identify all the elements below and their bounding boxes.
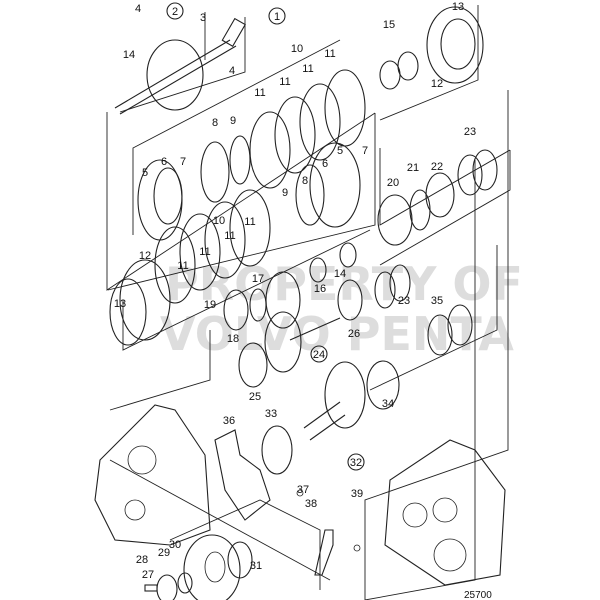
part-label: 5 (337, 145, 343, 157)
part-label: 11 (244, 216, 255, 228)
part-label: 10 (291, 43, 303, 55)
part-label: 14 (123, 49, 135, 61)
part-label: 17 (252, 273, 264, 285)
group-callouts: 2 1 24 32 (166, 2, 365, 471)
part-label: 27 (142, 569, 154, 581)
part-label: 21 (407, 162, 419, 174)
callout-32: 32 (350, 457, 362, 469)
part-label: 20 (387, 177, 399, 189)
part-label: 28 (136, 554, 148, 566)
part-label: 6 (161, 156, 167, 168)
part-label: 36 (223, 415, 235, 427)
part-label: 8 (212, 117, 218, 129)
part-label: 11 (279, 76, 290, 88)
part-label: 34 (382, 398, 394, 410)
part-label: 15 (383, 19, 395, 31)
part-label: 6 (322, 158, 328, 170)
part-label: 39 (351, 488, 363, 500)
part-label: 10 (213, 215, 225, 227)
callout-24: 24 (313, 349, 325, 361)
part-label: 5 (142, 167, 148, 179)
part-label: 9 (230, 115, 236, 127)
part-label: 23 (398, 295, 410, 307)
callout-circle (268, 7, 286, 25)
part-label: 12 (431, 78, 443, 90)
callout-2: 1 (274, 11, 280, 23)
part-label: 11 (224, 230, 235, 242)
part-label: 4 (135, 3, 141, 15)
part-label: 29 (158, 547, 170, 559)
part-label: 11 (254, 87, 265, 99)
output-flange (144, 534, 253, 600)
input-shaft-assembly (114, 17, 246, 115)
housings (94, 404, 506, 586)
part-label: 22 (431, 161, 443, 173)
figure-number: 25700 (464, 590, 492, 600)
gear-train (223, 149, 498, 475)
part-label: 13 (114, 298, 126, 310)
part-label: 35 (431, 295, 443, 307)
callout-circle (310, 345, 328, 363)
part-label: 31 (250, 560, 262, 572)
part-label: 7 (180, 156, 186, 168)
part-label: 11 (199, 246, 210, 258)
part-label: 37 (297, 484, 309, 496)
part-label: 30 (169, 539, 181, 551)
part-label: 3 (200, 12, 206, 24)
part-label: 4 (229, 65, 235, 77)
part-label: 13 (452, 1, 464, 13)
part-label: 23 (464, 126, 476, 138)
part-label: 33 (265, 408, 277, 420)
watermark-line-2: VOLVO PENTA (160, 307, 514, 361)
part-label: 14 (334, 268, 346, 280)
part-label: 18 (227, 333, 239, 345)
part-label: 12 (139, 250, 151, 262)
part-label: 11 (177, 260, 188, 272)
part-label: 25 (249, 391, 261, 403)
part-label: 7 (362, 145, 368, 157)
callout-1: 2 (172, 6, 178, 18)
callout-circle (166, 2, 184, 20)
part-label: 38 (305, 498, 317, 510)
part-label: 11 (302, 63, 313, 75)
part-label: 11 (324, 48, 335, 60)
callout-circle (347, 453, 365, 471)
part-label: 16 (314, 283, 326, 295)
part-label: 19 (204, 299, 216, 311)
part-label: 9 (282, 187, 288, 199)
part-label: 26 (348, 328, 360, 340)
clutch-pack-lower (109, 142, 361, 346)
part-label: 8 (302, 175, 308, 187)
clutch-pack-upper (137, 6, 484, 241)
